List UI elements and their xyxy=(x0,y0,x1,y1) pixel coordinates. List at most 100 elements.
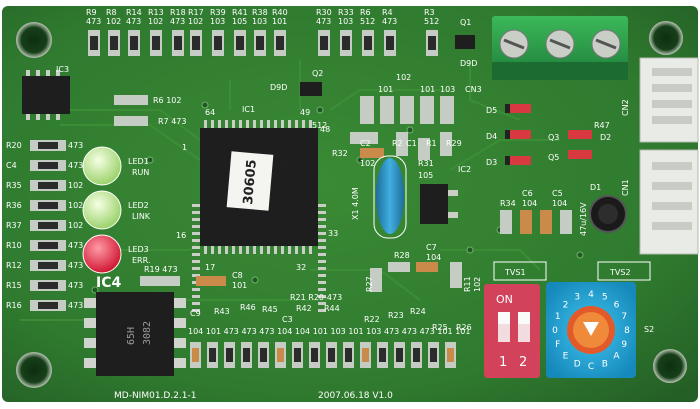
ic1-pin17: 17 xyxy=(205,263,215,272)
r42-label: R42 xyxy=(296,304,312,313)
r46-label: R46 xyxy=(240,303,256,312)
left-col-resistor-body xyxy=(38,242,58,249)
crystal-x1 xyxy=(376,158,404,234)
top-res-value: 101 xyxy=(272,17,287,26)
left-col-resistor-body xyxy=(38,182,58,189)
c2-label: C2 xyxy=(360,139,371,148)
ic1-pin xyxy=(318,302,326,305)
rotary-dial-char: 0 xyxy=(552,326,558,336)
ic1-pin xyxy=(192,274,200,277)
bottom-resistor-body xyxy=(379,348,386,362)
top-res-value: 102 xyxy=(106,17,121,26)
ic1-pin64: 64 xyxy=(205,108,215,117)
dip-switch-pos-2: 2 xyxy=(519,355,527,370)
ic2-label: IC2 xyxy=(458,165,471,174)
r11-value: 102 xyxy=(473,277,482,292)
small-caps-right xyxy=(500,210,572,234)
rotary-dial-char: 3 xyxy=(574,293,580,303)
ic1-pin xyxy=(253,120,256,128)
dip-switch[interactable] xyxy=(484,284,540,378)
left-col-resistor-body xyxy=(38,222,58,229)
r11-label: R11 xyxy=(463,276,472,292)
resistor-body-r13 xyxy=(152,36,160,50)
r24-label: R24 xyxy=(410,307,426,316)
resistor-body-r38 xyxy=(256,36,264,50)
ic1-pin xyxy=(192,260,200,263)
crystal-label: X1 4.0M xyxy=(351,187,360,220)
d4-label: D4 xyxy=(486,132,497,141)
ic1-pin xyxy=(318,253,326,256)
part-number: MD-NIM01.D.2.1-1 xyxy=(114,391,197,401)
resistor-body-r18 xyxy=(174,36,182,50)
tvs1-outline xyxy=(493,261,547,281)
bottom-resistor-body xyxy=(277,348,284,362)
rotary-dial-char: F xyxy=(555,340,560,350)
ic1-pin xyxy=(211,120,214,128)
r29-label: R29 xyxy=(446,139,462,148)
top-res-value: 102 xyxy=(148,17,163,26)
left-col-resistor-body xyxy=(38,202,58,209)
r44-label: R44 xyxy=(324,304,340,313)
left-col-ref: R12 xyxy=(6,261,22,270)
ic1-pin1: 1 xyxy=(182,143,187,152)
ic1-pin xyxy=(267,120,270,128)
ic1-pin xyxy=(192,246,200,249)
rotary-dial-char: A xyxy=(613,352,620,362)
top-res-value: 473 xyxy=(316,17,331,26)
connector-cn1 xyxy=(639,149,699,255)
chip-ic3 xyxy=(22,70,70,120)
ic1-pin xyxy=(318,295,326,298)
resistor-r6 xyxy=(114,95,148,105)
ic1-pin xyxy=(225,120,228,128)
ic1-pin xyxy=(281,120,284,128)
bottom-resistor-body xyxy=(260,348,267,362)
ic1-pin xyxy=(260,246,263,254)
left-col-ref: R20 xyxy=(6,141,22,150)
ic1-pin xyxy=(318,232,326,235)
ic1-pin xyxy=(318,260,326,263)
top-res-ref: R39 xyxy=(210,8,226,17)
resistor-body-r41 xyxy=(236,36,244,50)
ic1-pin xyxy=(309,120,312,128)
resistor-body-r4 xyxy=(386,36,394,50)
ic1-pin xyxy=(267,246,270,254)
rotary-switch[interactable] xyxy=(546,282,636,378)
top-resistor-row xyxy=(88,30,438,56)
diodes xyxy=(505,104,592,165)
rotary-dial-char: 7 xyxy=(621,312,627,322)
c3-label: C3 xyxy=(282,315,293,324)
left-col-value: 102 xyxy=(68,221,83,230)
connector-cn2 xyxy=(639,57,699,143)
d2-label: D2 xyxy=(600,133,611,142)
top-res-ref: R33 xyxy=(338,8,354,17)
left-col-value: 102 xyxy=(68,181,83,190)
resistor-body-r8 xyxy=(110,36,118,50)
led-function-label: ERR. xyxy=(132,256,150,265)
val-512: 512 xyxy=(312,121,327,130)
ic1-pin xyxy=(253,246,256,254)
ic1-pin49: 49 xyxy=(300,108,310,117)
bottom-resistor-body xyxy=(226,348,233,362)
r28-label: R28 xyxy=(394,251,410,260)
bottom-resistor-body xyxy=(294,348,301,362)
small-resistors-mid xyxy=(350,96,454,160)
left-col-value: 473 xyxy=(68,301,83,310)
tvs2-label: TVS2 xyxy=(609,268,631,277)
top-res-ref: R13 xyxy=(148,8,164,17)
ic1-pin xyxy=(239,246,242,254)
resistor-body-r9 xyxy=(90,36,98,50)
c5-label: C5 xyxy=(552,189,563,198)
ic4-marking2: 65H xyxy=(126,327,137,345)
led-run xyxy=(82,146,122,186)
bottom-resistor-body xyxy=(209,348,216,362)
val-101b: 101 xyxy=(420,85,435,94)
ic1-sticker-text: 30605 xyxy=(241,159,260,205)
left-col-resistor-body xyxy=(38,162,58,169)
transistor-q1 xyxy=(455,35,475,49)
ic1-pin xyxy=(192,204,200,207)
bottom-resistor-body xyxy=(311,348,318,362)
cap-value-label: 47u/16V xyxy=(579,202,588,236)
d5-label: D5 xyxy=(486,106,497,115)
top-res-ref: R9 xyxy=(86,8,97,17)
